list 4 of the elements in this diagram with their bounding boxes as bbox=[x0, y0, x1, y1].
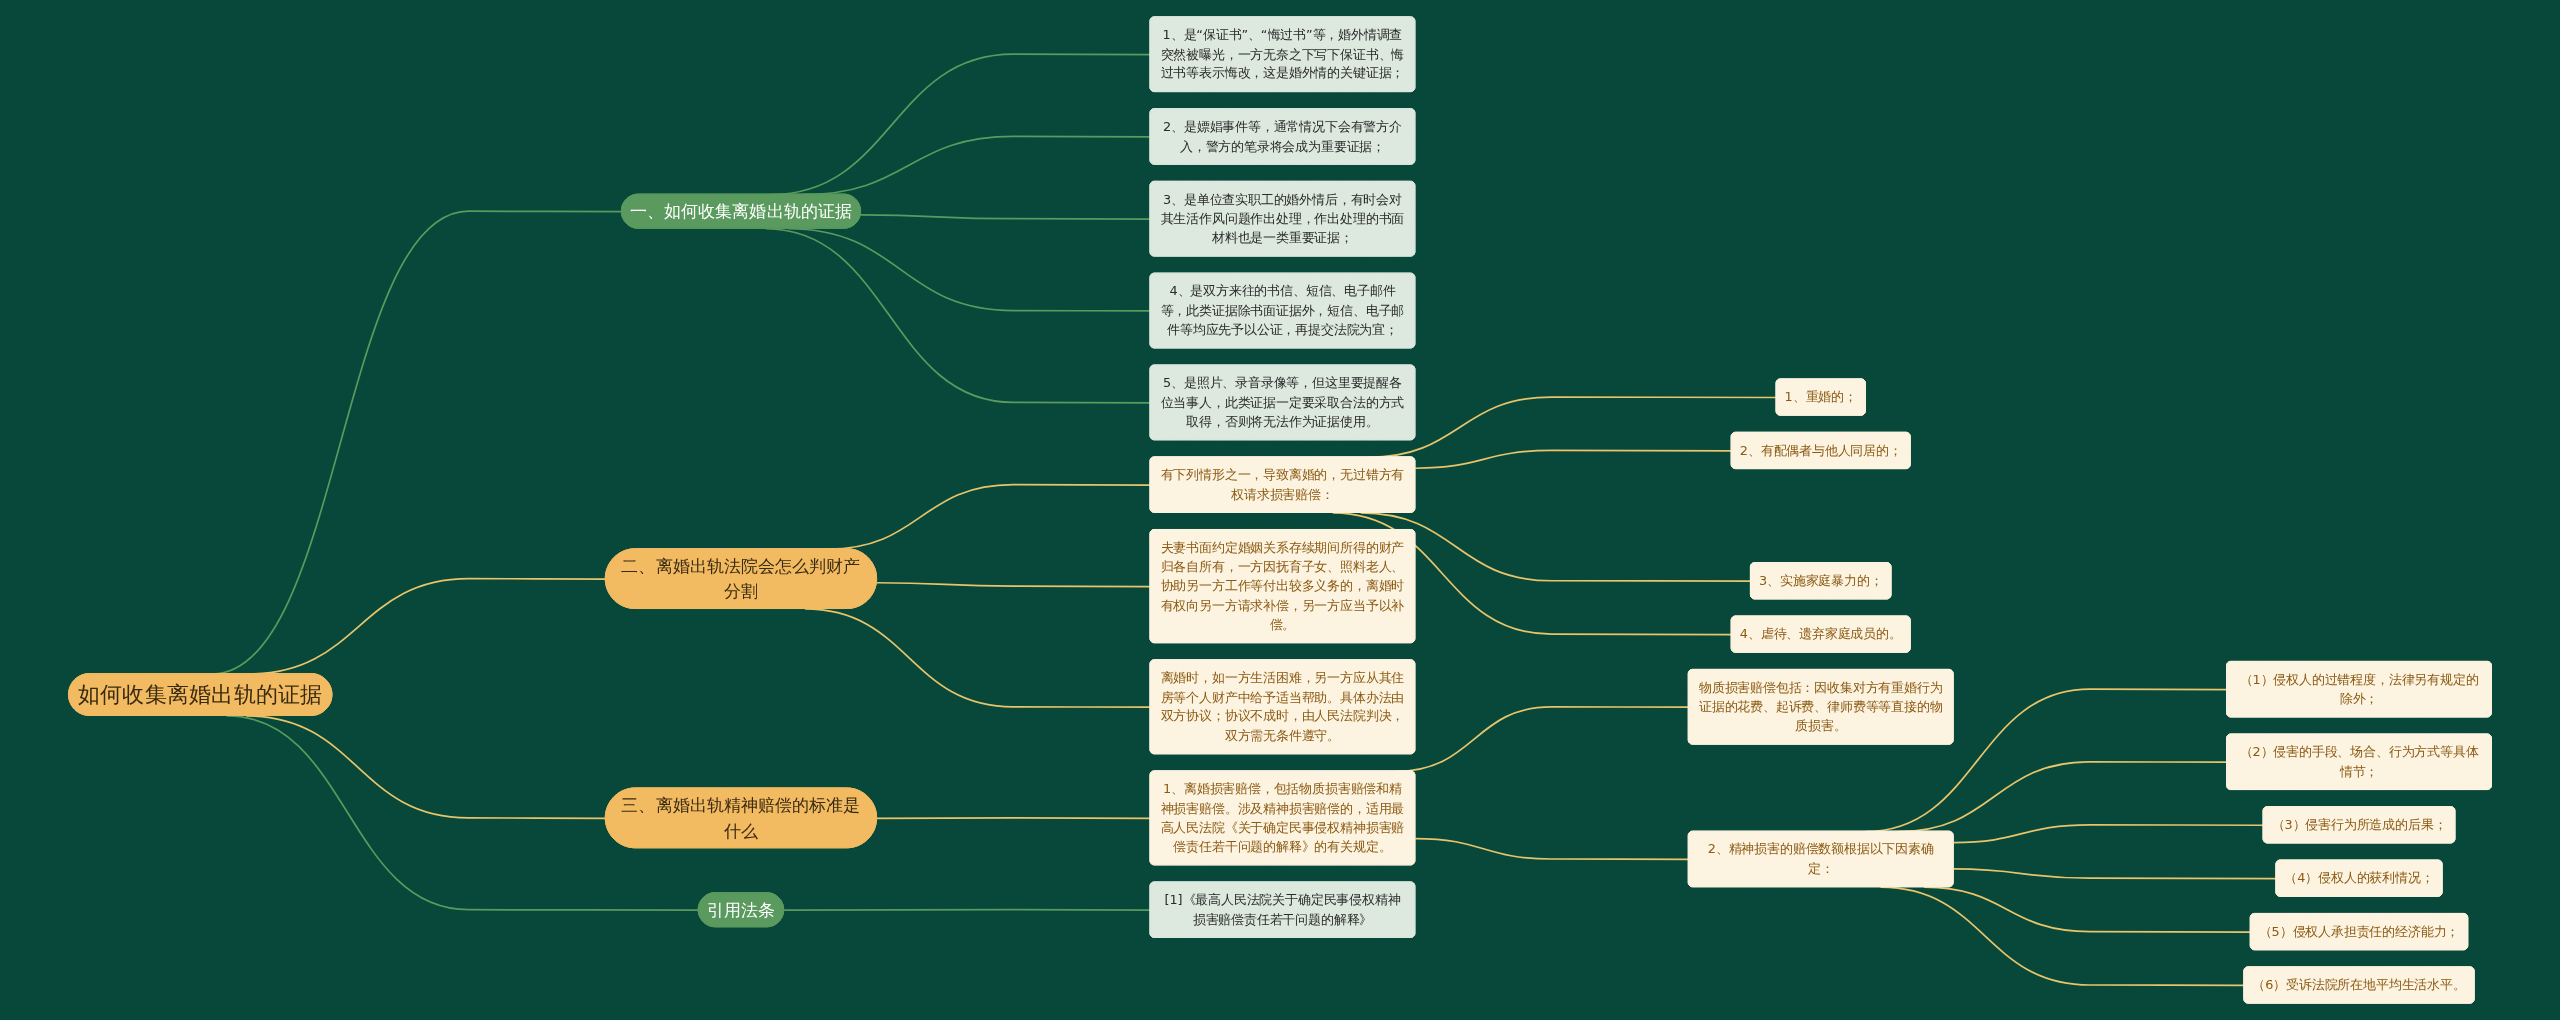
connector bbox=[1414, 837, 1690, 861]
connector bbox=[1923, 886, 2252, 933]
connector bbox=[1414, 449, 1733, 470]
connector bbox=[1952, 823, 2265, 844]
